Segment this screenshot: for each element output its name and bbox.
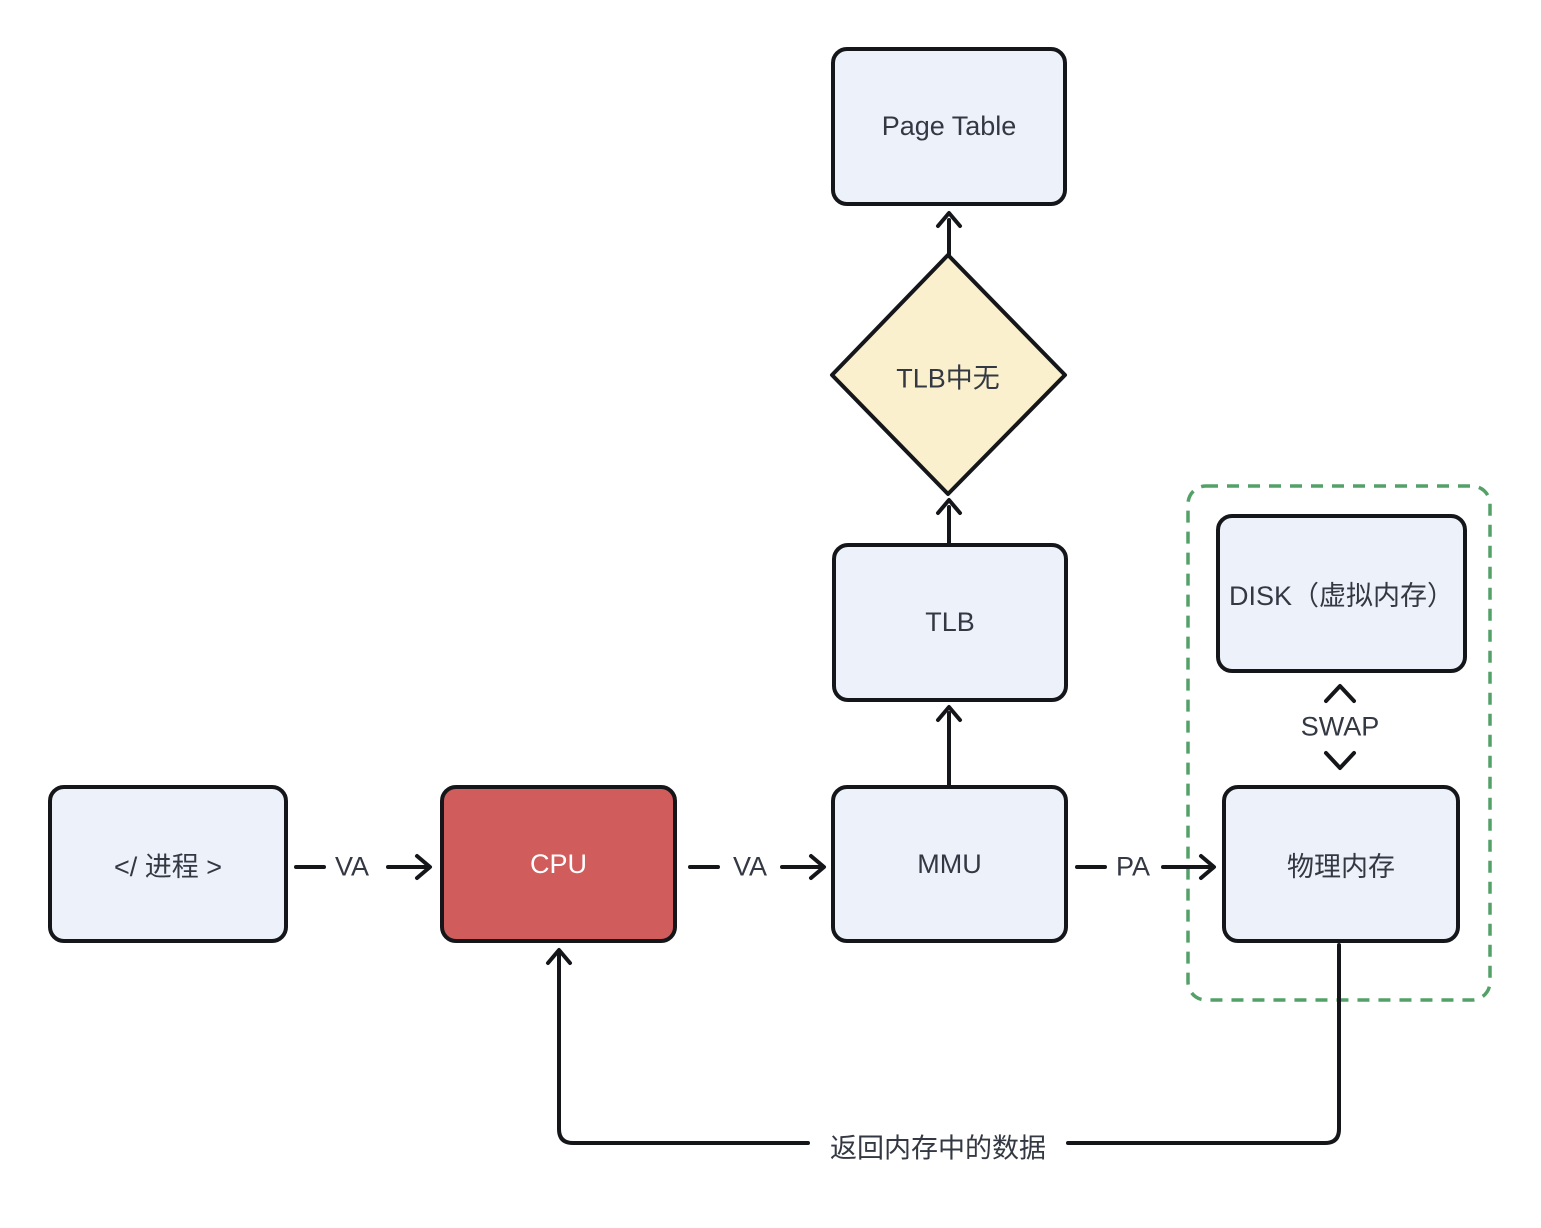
node-cpu: CPU xyxy=(440,785,677,943)
node-mmu-label: MMU xyxy=(917,848,982,879)
node-mmu: MMU xyxy=(831,785,1068,943)
node-process-label: </ 进程 > xyxy=(113,851,223,882)
edge-label-va-cpu-mmu: VA xyxy=(732,851,768,882)
node-disk-label: DISK（虚拟内存） xyxy=(1228,581,1455,611)
return-path-arrowhead xyxy=(546,948,572,965)
node-page-table-label: Page Table xyxy=(881,111,1017,141)
edge-label-va-process-cpu: VA xyxy=(334,851,370,882)
swap-up-arrowhead xyxy=(1324,684,1356,703)
return-path-left-segment xyxy=(557,949,810,1145)
tlb-miss-diamond-label: TLB中无 xyxy=(896,363,1000,394)
node-tlb: TLB xyxy=(832,543,1068,702)
node-physical-memory: 物理内存 xyxy=(1222,785,1460,943)
swap-down-arrowhead xyxy=(1324,751,1356,770)
edge-cpu-mmu-arrowhead xyxy=(809,854,826,880)
edge-mmu-tlb-arrowhead xyxy=(936,705,962,722)
edge-label-return-data: 返回内存中的数据 xyxy=(830,1133,1046,1164)
edge-label-pa-mmu-memory: PA xyxy=(1115,851,1151,882)
node-disk: DISK（虚拟内存） xyxy=(1216,514,1467,673)
return-path-right-segment xyxy=(1066,943,1341,1145)
edge-mmu-memory-arrowhead xyxy=(1199,854,1216,880)
edge-process-cpu-arrowhead xyxy=(415,854,432,880)
edge-miss-pagetable-arrowhead xyxy=(936,211,962,228)
tlb-miss-diamond-shape xyxy=(830,253,1067,496)
edge-label-swap: SWAP xyxy=(1300,711,1380,742)
node-cpu-label: CPU xyxy=(529,848,587,879)
node-tlb-label: TLB xyxy=(925,607,975,637)
node-page-table: Page Table xyxy=(831,47,1067,206)
node-process: </ 进程 > xyxy=(48,785,288,943)
node-physical-memory-label: 物理内存 xyxy=(1287,851,1395,882)
edge-tlb-miss-arrowhead xyxy=(936,498,962,515)
